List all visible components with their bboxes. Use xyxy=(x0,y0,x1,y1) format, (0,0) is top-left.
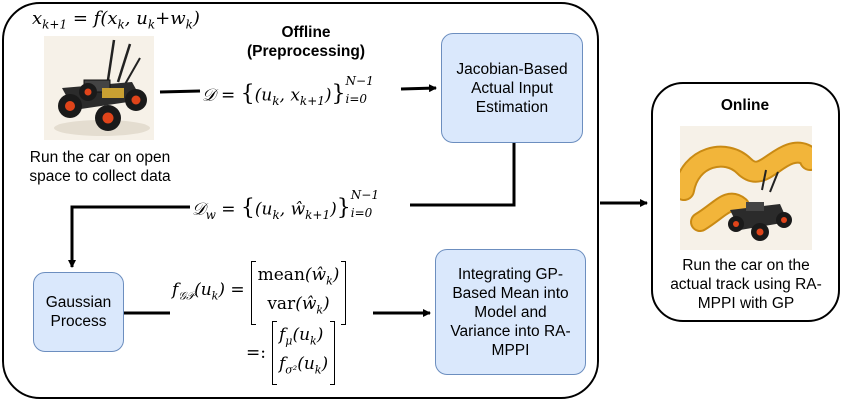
arrow-car-to-jacobian xyxy=(159,89,201,94)
jacobian-estimation-box: Jacobian-Based Actual Input Estimation xyxy=(441,33,583,143)
rc-car-image xyxy=(44,36,154,140)
gp-equation: f𝒢𝒫(uk) = mean(ŵk) var(ŵk) xyxy=(172,261,347,325)
online-caption: Run the car on the actual track using RA… xyxy=(670,257,822,312)
gaussian-process-box: Gaussian Process xyxy=(33,272,124,352)
arrow-jacobian-to-gp xyxy=(410,143,516,207)
track-car-image xyxy=(680,126,812,250)
gp-equation-definition: =: fμ(uk) fσ²(uk) xyxy=(246,321,336,385)
car-caption: Run the car on open space to collect dat… xyxy=(29,149,171,185)
integration-box: Integrating GP- Based Mean into Model an… xyxy=(435,249,586,375)
offline-title: Offline (Preprocessing) xyxy=(246,24,365,60)
online-title: Online xyxy=(720,97,770,114)
dynamics-equation: xk+1 = f(xk, uk+wk) xyxy=(32,8,200,32)
